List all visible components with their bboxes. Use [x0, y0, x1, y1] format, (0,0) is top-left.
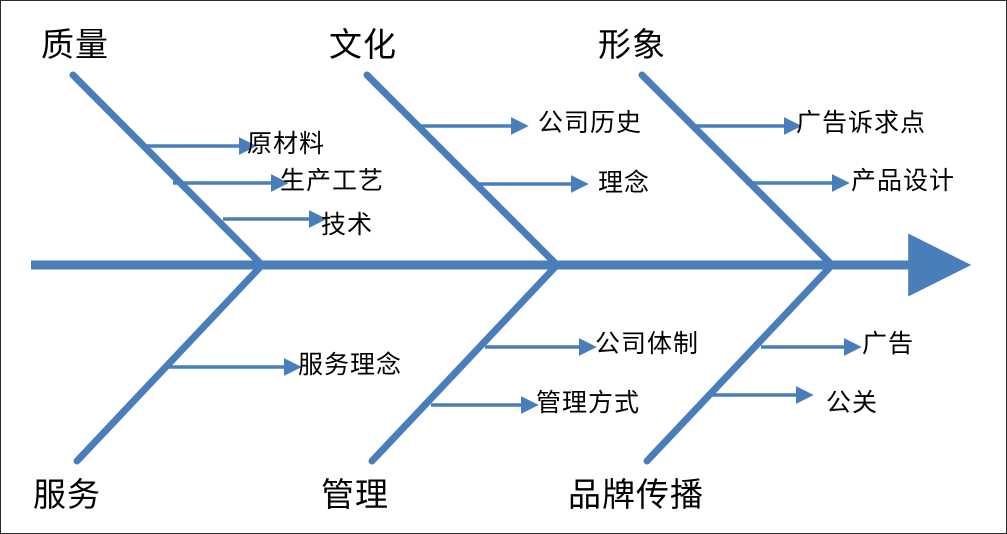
cause-label-brand-communication-2: 公关 — [826, 389, 879, 417]
category-label-brand-communication: 品牌传播 — [568, 476, 704, 513]
cause-label-image-1: 广告诉求点 — [796, 109, 927, 137]
cause-label-service-1: 服务理念 — [298, 351, 403, 379]
category-label-service: 服务 — [33, 476, 101, 513]
cause-label-brand-communication-1: 广告 — [862, 330, 915, 358]
cause-label-culture-1: 公司历史 — [538, 109, 643, 137]
category-branch-quality — [69, 71, 266, 269]
category-branch-service — [73, 261, 266, 465]
category-branch-group — [69, 71, 836, 465]
cause-label-culture-2: 理念 — [598, 169, 651, 197]
category-branch-culture — [363, 71, 561, 269]
cause-label-management-1: 公司体制 — [595, 330, 700, 358]
cause-label-quality-3: 技术 — [321, 211, 374, 239]
category-label-management: 管理 — [321, 476, 389, 513]
category-branch-brand-communication — [643, 261, 836, 465]
category-label-image: 形象 — [598, 26, 666, 63]
cause-label-management-2: 管理方式 — [536, 389, 641, 417]
category-branch-image — [638, 71, 836, 269]
cause-label-quality-1: 原材料 — [247, 130, 326, 158]
category-label-quality: 质量 — [41, 26, 109, 63]
cause-arrow-group — [143, 117, 862, 414]
category-branch-management — [368, 261, 561, 465]
cause-label-image-2: 产品设计 — [851, 167, 956, 195]
cause-label-quality-2: 生产工艺 — [280, 167, 385, 195]
category-label-culture: 文化 — [329, 26, 397, 63]
